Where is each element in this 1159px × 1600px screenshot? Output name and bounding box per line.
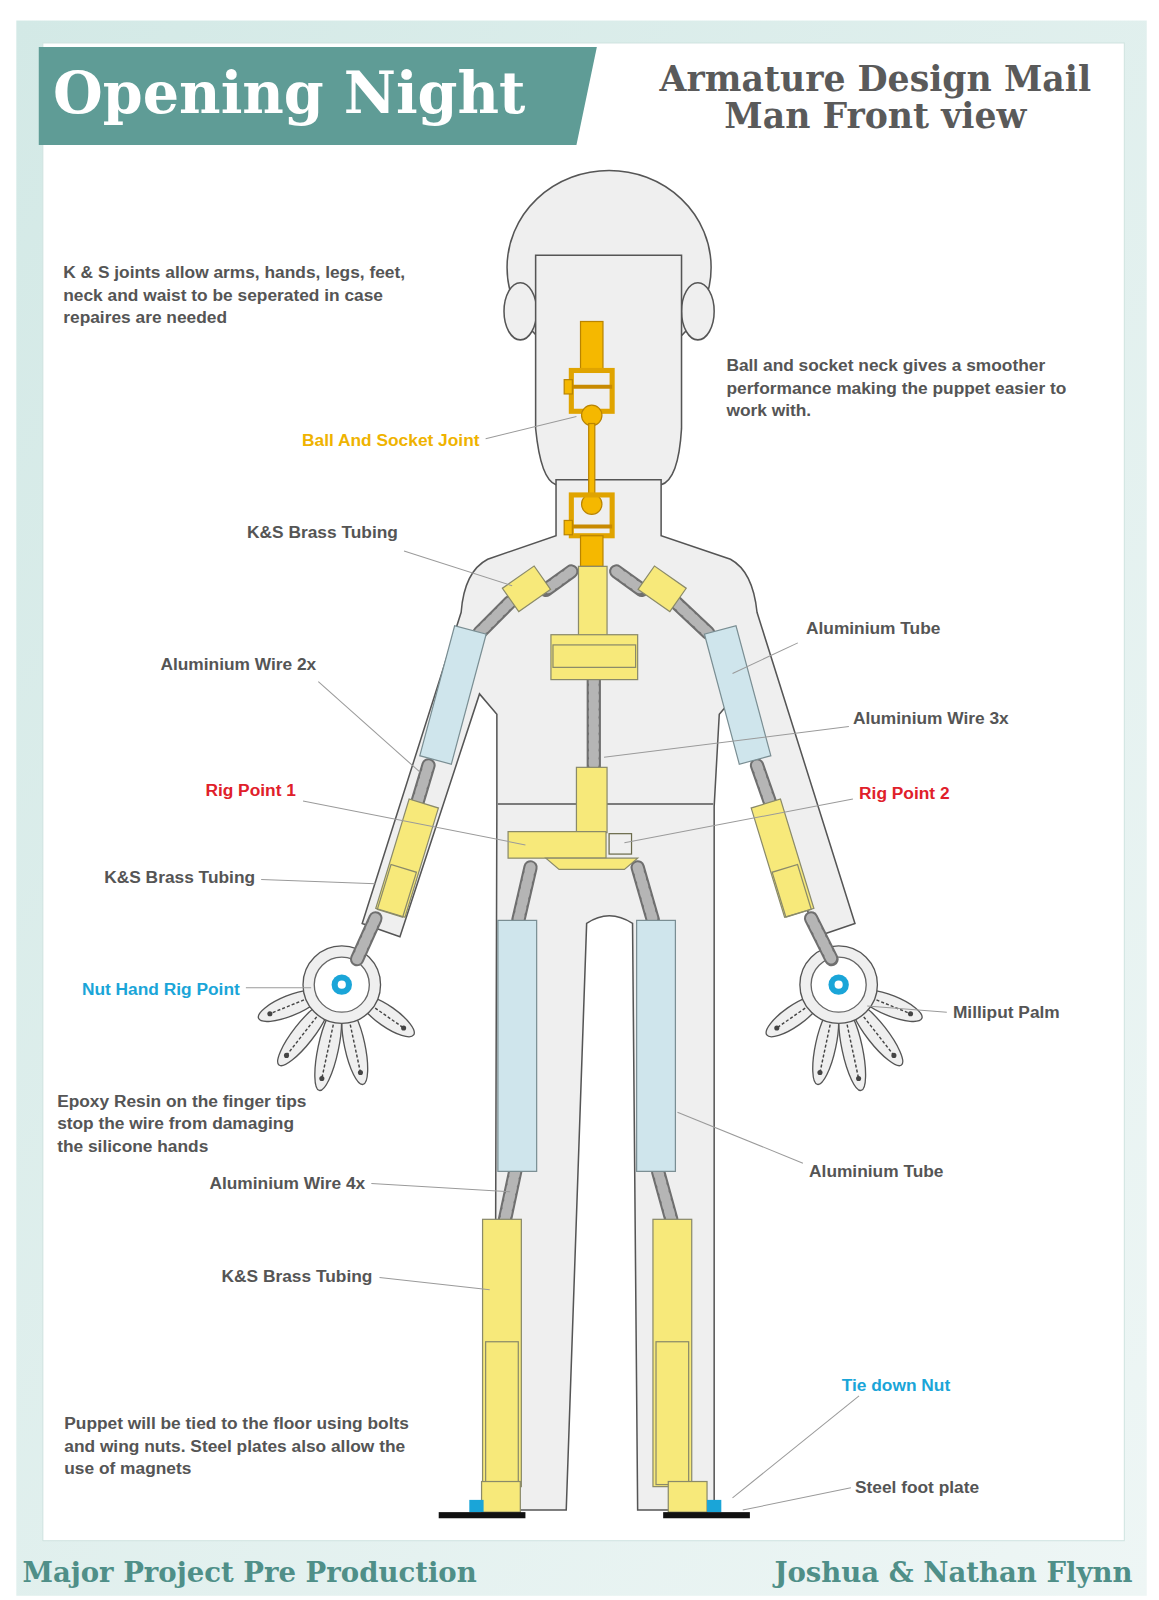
note: Ball and socket neck gives a smoother pe… bbox=[726, 354, 1098, 422]
part-name: Aluminium Wire 3x bbox=[853, 707, 1108, 730]
note: K & S joints allow arms, hands, legs, fe… bbox=[63, 261, 446, 329]
aluminium-tube bbox=[420, 626, 771, 1172]
part-name: Tie down Nut bbox=[842, 1374, 1097, 1397]
epoxy-tip bbox=[891, 1053, 896, 1058]
part-name: Ball And Socket Joint bbox=[173, 429, 479, 452]
hand-nut bbox=[828, 974, 848, 994]
part-name: K&S Brass Tubing bbox=[66, 1265, 372, 1288]
leader-lines bbox=[246, 416, 947, 1510]
part-name: Aluminium Tube bbox=[806, 617, 1061, 640]
epoxy-tip bbox=[267, 1011, 272, 1016]
footer-text: Joshua & Nathan Flynn bbox=[612, 1555, 1132, 1591]
note: Puppet will be tied to the floor using b… bbox=[64, 1412, 411, 1480]
epoxy-tip bbox=[401, 1025, 406, 1030]
ball-socket-neck bbox=[564, 322, 612, 567]
palm bbox=[800, 946, 878, 1024]
part-name: K&S Brass Tubing bbox=[92, 521, 398, 544]
page-frame bbox=[16, 21, 1146, 1596]
sheet-heading: Armature Design Mail Man Front view bbox=[631, 61, 1121, 134]
rig-point: Nut Hand Rig Point bbox=[0, 978, 240, 1001]
hand-nut bbox=[332, 974, 352, 994]
part-name: Aluminium Wire 2x bbox=[10, 653, 316, 676]
title-banner bbox=[39, 47, 597, 145]
part-name: Aluminium Tube bbox=[809, 1160, 1064, 1183]
epoxy-tip bbox=[856, 1076, 861, 1081]
part-name: Milliput Palm bbox=[953, 1001, 1157, 1024]
epoxy-tip bbox=[817, 1070, 822, 1075]
nut-hole bbox=[338, 981, 346, 989]
nut-hole bbox=[835, 981, 843, 989]
rig-point: Rig Point 1 bbox=[0, 779, 296, 802]
epoxy-tip bbox=[319, 1076, 324, 1081]
inner-panel bbox=[43, 43, 1124, 1541]
footer-text: Major Project Pre Production bbox=[22, 1555, 593, 1591]
milliput-palm bbox=[314, 957, 369, 1012]
part-name: K&S Brass Tubing bbox=[0, 866, 255, 889]
rig-point: Rig Point 2 bbox=[859, 782, 1114, 805]
palm bbox=[303, 946, 381, 1024]
hands bbox=[255, 946, 926, 1093]
epoxy-tip bbox=[284, 1053, 289, 1058]
epoxy-tip bbox=[774, 1025, 779, 1030]
milliput-palm bbox=[811, 957, 866, 1012]
title-text: Opening Night bbox=[53, 59, 584, 128]
epoxy-tip bbox=[358, 1070, 363, 1075]
brass-tubing bbox=[376, 566, 814, 1512]
part-name: Steel foot plate bbox=[855, 1476, 1110, 1499]
part-name: Aluminium Wire 4x bbox=[59, 1172, 365, 1195]
epoxy-tip bbox=[908, 1011, 913, 1016]
aluminium-wire bbox=[357, 571, 831, 1487]
foot-plates bbox=[439, 1500, 750, 1518]
note: Epoxy Resin on the finger tips stop the … bbox=[57, 1090, 307, 1158]
